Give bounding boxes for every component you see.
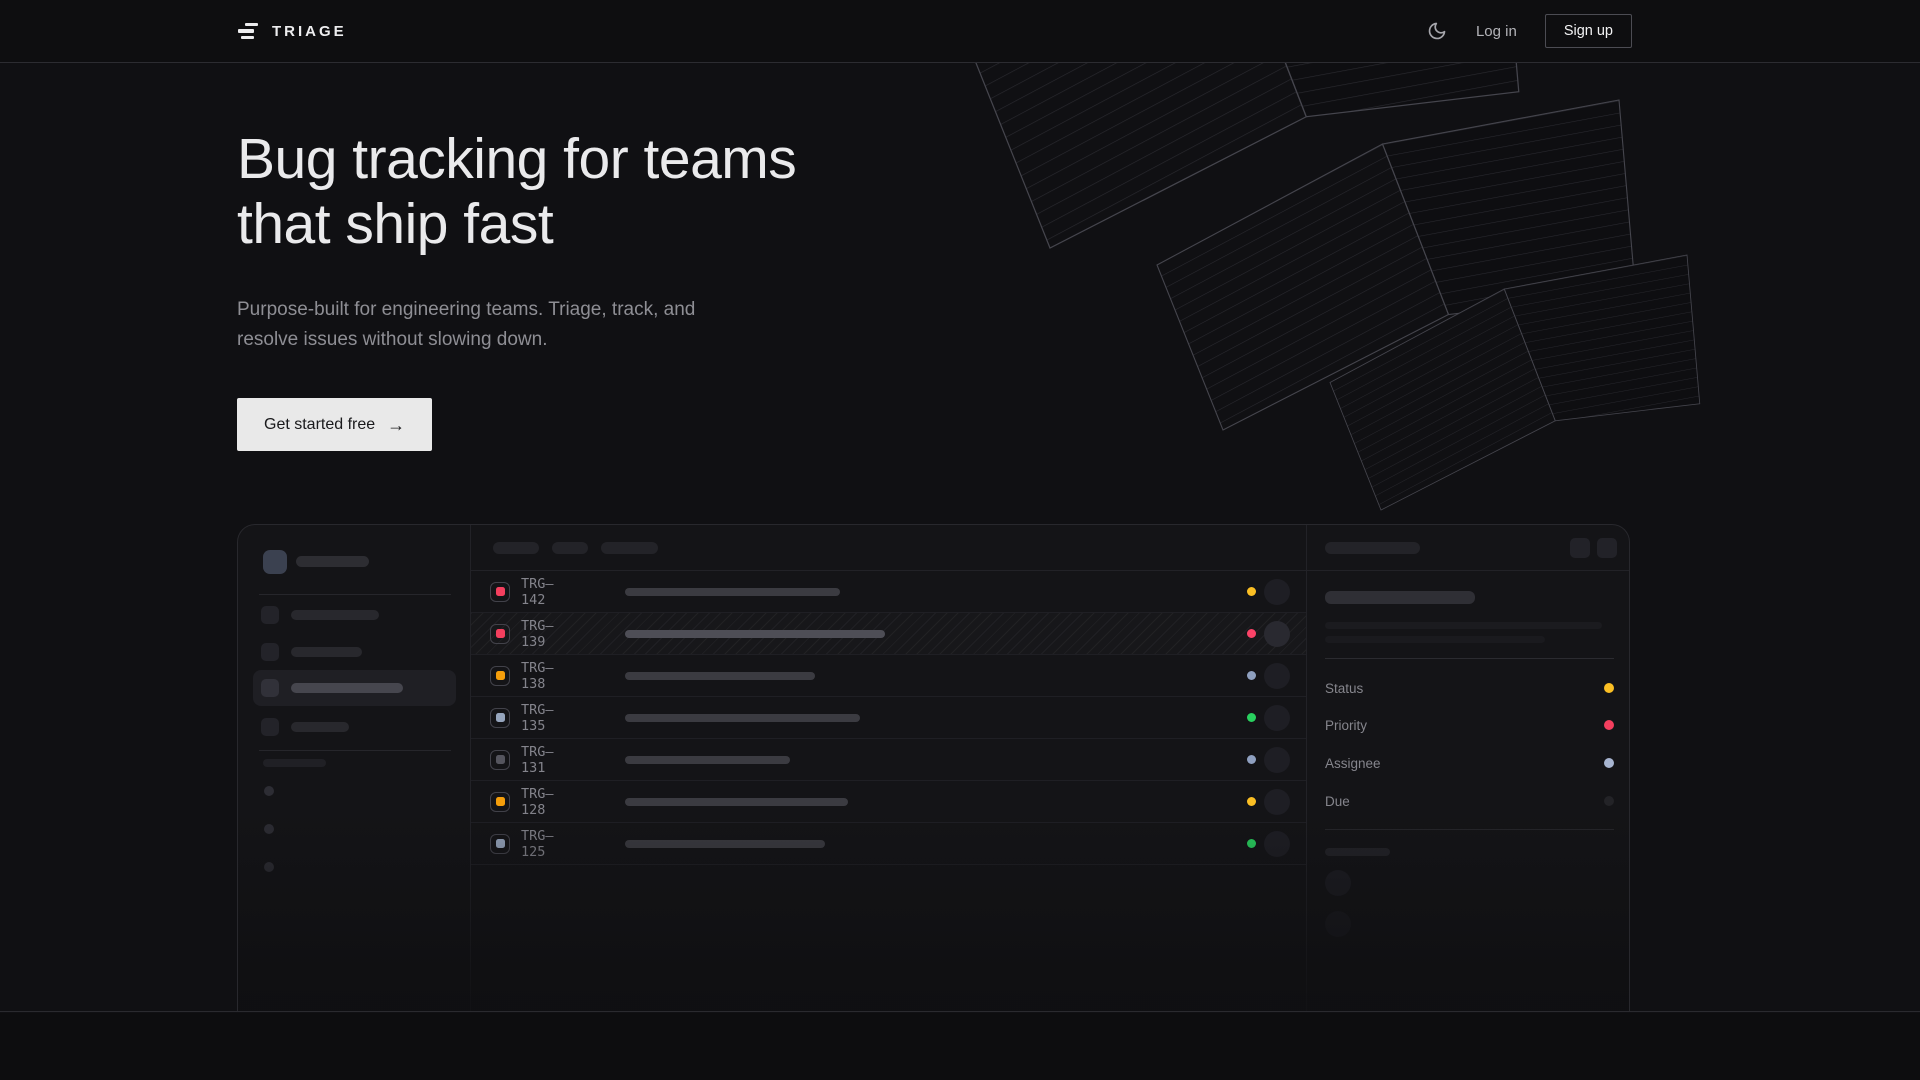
panel-section-placeholder (1325, 848, 1390, 856)
assignee-avatar (1264, 788, 1290, 815)
assignee-avatar (1264, 620, 1290, 647)
navbar-actions: Log in Sign up (1426, 14, 1632, 48)
workspace-name-placeholder (296, 556, 369, 567)
issue-title-placeholder (625, 629, 885, 638)
issue-title-placeholder (625, 839, 825, 848)
field-label: Status (1325, 680, 1364, 696)
issue-row: TRG–139 (471, 613, 1306, 655)
assignee-avatar (1264, 704, 1290, 731)
sidebar-dot-placeholder (264, 862, 274, 872)
issue-id: TRG–142 (521, 575, 554, 608)
issue-type-icon (490, 749, 510, 770)
issue-title-placeholder (625, 587, 840, 596)
issue-type-icon (490, 833, 510, 854)
field-row: Priority (1325, 715, 1614, 735)
triage-logo-icon (237, 22, 259, 40)
issue-row: TRG–125 (471, 823, 1306, 865)
status-dot (1247, 755, 1256, 764)
sidebar-dot-placeholder (264, 786, 274, 796)
issue-title-placeholder (625, 797, 848, 806)
field-value-dot (1604, 796, 1614, 806)
sidebar-section-placeholder (263, 759, 326, 767)
issue-row: TRG–142 (471, 571, 1306, 613)
issue-row: TRG–128 (471, 781, 1306, 823)
next-section (0, 1013, 1920, 1080)
issue-id: TRG–128 (521, 785, 554, 818)
brand-name: TRIAGE (272, 22, 347, 40)
signup-button[interactable]: Sign up (1544, 14, 1632, 48)
field-label: Priority (1325, 717, 1368, 733)
navbar: TRIAGE Log in Sign up (0, 0, 1920, 63)
brand[interactable]: TRIAGE (237, 22, 347, 40)
login-link[interactable]: Log in (1475, 22, 1517, 40)
status-dot (1247, 671, 1256, 680)
hero-subtitle: Purpose-built for engineering teams. Tri… (237, 299, 696, 350)
field-label: Assignee (1325, 755, 1381, 771)
hero-section: Bug tracking for teams that ship fast Pu… (0, 63, 1920, 1012)
assignee-avatar (1264, 830, 1290, 857)
hero-title: Bug tracking for teams that ship fast (237, 127, 797, 256)
issue-type-icon (490, 581, 510, 602)
issue-id: TRG–139 (521, 617, 554, 650)
get-started-button[interactable]: Get started free → (237, 398, 433, 451)
issue-title-placeholder (625, 755, 790, 764)
issue-type-icon (490, 791, 510, 812)
issue-title-placeholder (625, 671, 815, 680)
app-preview: TRG–142 TRG–139 TRG–138 (237, 524, 1630, 1011)
sidebar-nav-item (238, 640, 471, 674)
issue-type-icon (490, 665, 510, 686)
moon-icon (1428, 22, 1446, 40)
field-row: Due (1325, 791, 1614, 811)
activity-avatar-placeholder (1325, 870, 1351, 896)
status-dot (1247, 797, 1256, 806)
activity-avatar-placeholder (1325, 911, 1351, 937)
issue-type-icon (490, 623, 510, 644)
mock-sidebar (238, 525, 471, 1011)
sidebar-nav-item (238, 715, 471, 749)
field-label: Due (1325, 793, 1350, 809)
status-dot (1247, 587, 1256, 596)
assignee-avatar (1264, 746, 1290, 773)
issue-row: TRG–135 (471, 697, 1306, 739)
field-value-dot (1604, 758, 1614, 768)
issue-row: TRG–131 (471, 739, 1306, 781)
issue-id: TRG–131 (521, 743, 554, 776)
theme-toggle[interactable] (1426, 20, 1448, 42)
hero-copy: Bug tracking for teams that ship fast Pu… (237, 127, 797, 355)
assignee-avatar (1264, 662, 1290, 689)
issue-row: TRG–138 (471, 655, 1306, 697)
list-header (471, 525, 1306, 571)
sidebar-nav-item (238, 603, 471, 637)
panel-header (1307, 525, 1629, 571)
field-row: Status (1325, 678, 1614, 698)
arrow-right-icon: → (387, 414, 406, 435)
issue-title-placeholder (625, 713, 860, 722)
issue-title-placeholder (1325, 591, 1475, 604)
description-line-placeholder (1325, 636, 1545, 643)
status-dot (1247, 629, 1256, 638)
status-dot (1247, 713, 1256, 722)
field-value-dot (1604, 683, 1614, 693)
issue-id: TRG–125 (521, 827, 554, 860)
panel-action-placeholder (1570, 538, 1590, 558)
workspace-avatar-placeholder (263, 550, 287, 574)
issue-id: TRG–135 (521, 701, 554, 734)
panel-action-placeholder (1597, 538, 1617, 558)
description-line-placeholder (1325, 622, 1602, 629)
mock-detail-panel: Status Priority Assignee Due (1306, 525, 1629, 1011)
field-value-dot (1604, 720, 1614, 730)
mock-issue-list: TRG–142 TRG–139 TRG–138 (471, 525, 1306, 1011)
issue-id: TRG–138 (521, 659, 554, 692)
issue-type-icon (490, 707, 510, 728)
sidebar-nav-item-selected (253, 670, 456, 706)
status-dot (1247, 839, 1256, 848)
sidebar-dot-placeholder (264, 824, 274, 834)
field-row: Assignee (1325, 753, 1614, 773)
assignee-avatar (1264, 578, 1290, 605)
